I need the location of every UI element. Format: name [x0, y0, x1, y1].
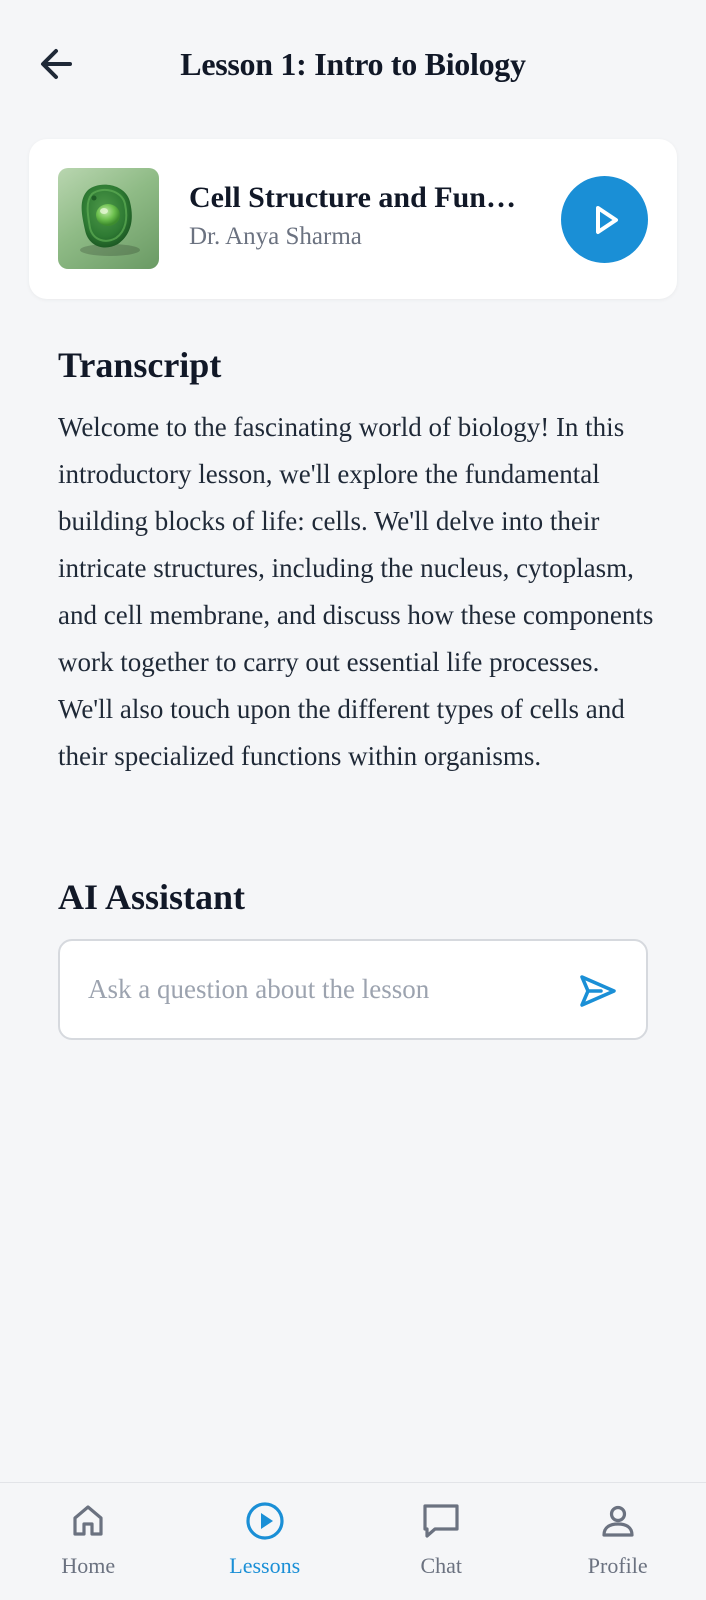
user-icon [596, 1499, 640, 1543]
arrow-left-icon [41, 49, 72, 79]
ask-question-box [58, 939, 648, 1040]
play-button[interactable] [561, 176, 648, 263]
play-icon [595, 205, 618, 234]
send-button[interactable] [576, 969, 620, 1013]
cell-thumbnail [80, 184, 140, 256]
nav-item-lessons[interactable]: Lessons [177, 1483, 354, 1600]
nav-label-home: Home [61, 1553, 116, 1578]
nav-item-chat[interactable]: Chat [353, 1483, 530, 1600]
nav-label-profile: Profile [587, 1553, 648, 1578]
lesson-thumbnail [58, 168, 159, 269]
chat-bubble-icon [419, 1499, 463, 1543]
home-icon [66, 1499, 110, 1543]
nav-item-home[interactable]: Home [0, 1483, 177, 1600]
nav-label-chat: Chat [420, 1553, 463, 1578]
bottom-nav: Home Lessons Chat [0, 1482, 706, 1600]
play-circle-icon [243, 1499, 287, 1543]
lesson-title: Cell Structure and Function [189, 181, 529, 214]
lesson-card[interactable]: Cell Structure and Function Dr. Anya Sha… [29, 139, 677, 299]
send-icon [580, 975, 616, 1007]
transcript-heading: Transcript [58, 345, 222, 385]
transcript-text: Welcome to the fascinating world of biol… [58, 412, 654, 771]
back-button[interactable] [30, 38, 82, 90]
ask-question-input[interactable] [88, 941, 558, 1038]
ai-assistant-heading: AI Assistant [58, 877, 246, 917]
lesson-author: Dr. Anya Sharma [189, 223, 362, 250]
top-bar: Lesson 1: Intro to Biology [0, 0, 706, 134]
page-title: Lesson 1: Intro to Biology [180, 46, 526, 82]
nav-label-lessons: Lessons [229, 1553, 301, 1578]
nav-item-profile[interactable]: Profile [530, 1483, 706, 1600]
